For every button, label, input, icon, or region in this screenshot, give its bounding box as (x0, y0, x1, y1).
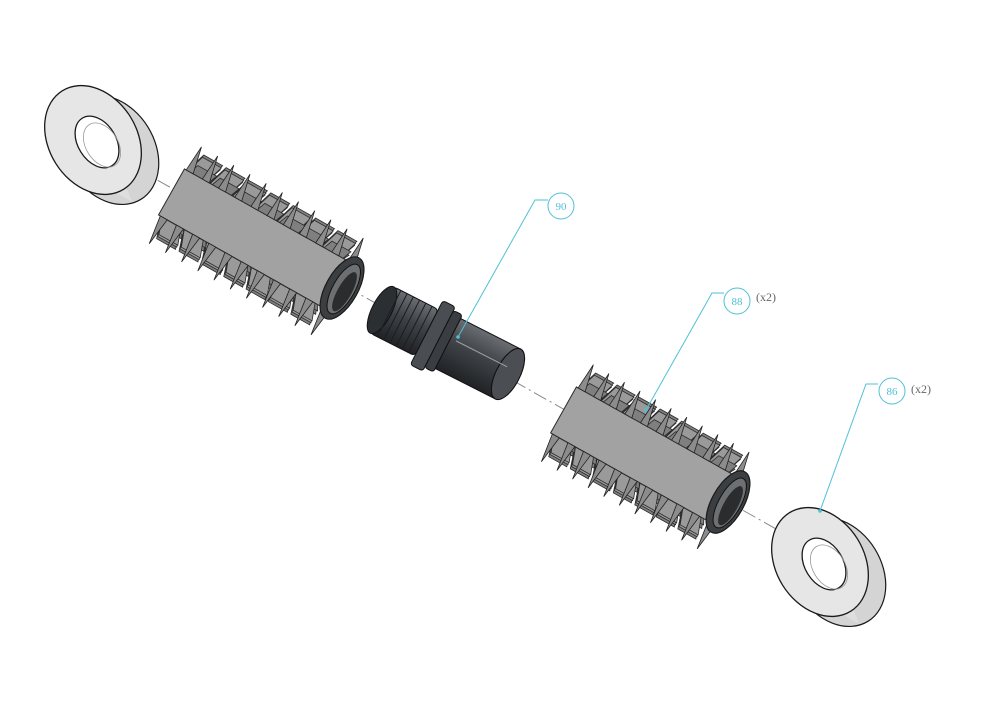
hub-coupling (366, 285, 526, 401)
hub-highlight (455, 340, 508, 368)
bristle-spike (315, 219, 332, 248)
callout-qty-86: (x2) (911, 382, 931, 396)
hub-tooth (401, 302, 427, 350)
bristle-spike (185, 146, 202, 175)
bristle-spike (298, 210, 316, 239)
bristle-spike (702, 434, 719, 463)
washer-hole-inner (83, 122, 121, 168)
bristle-spike (165, 224, 185, 254)
bristle-spike (278, 288, 298, 317)
hub-tooth (376, 290, 402, 338)
callout-bubble-88 (723, 287, 751, 315)
callout-qty-88: (x2) (756, 290, 776, 304)
bristle-spike (234, 173, 251, 202)
leader-line-86 (819, 383, 878, 512)
bristle-spike (331, 228, 348, 257)
bristle-spike (282, 201, 299, 230)
bristle-spike (639, 399, 657, 428)
bristle-spike (671, 416, 688, 445)
bristle-spike (618, 476, 638, 506)
bristle-spike (294, 297, 314, 326)
leader-dot-86 (818, 509, 822, 513)
bristle-spike (650, 494, 669, 524)
hub-tooth (408, 306, 433, 353)
hub-body (366, 285, 526, 401)
bristle-spike (577, 364, 594, 393)
bristle-spike (593, 373, 610, 402)
washer-left (44, 84, 160, 206)
bristle-spike (266, 192, 283, 221)
brush-end-inner (332, 272, 357, 312)
callout-bubble-90 (547, 192, 575, 220)
leader-line-90 (457, 199, 548, 338)
bristle-spike (556, 442, 576, 471)
bristle-spike (665, 503, 685, 532)
hub-tooth (389, 296, 414, 344)
leader-dot-88 (644, 408, 648, 412)
callout-label-86: 86 (887, 386, 899, 398)
bristle-spike (541, 433, 560, 462)
washer-hole (801, 537, 847, 591)
bristle-spike (681, 511, 701, 541)
callout-label-90: 90 (556, 201, 568, 213)
hub-tooth (395, 299, 421, 347)
hub-left-face (366, 285, 398, 335)
bristle-spike (603, 468, 623, 497)
bristle-spike (250, 183, 267, 211)
callout-88[interactable]: 88 (x2) (644, 287, 776, 412)
hub-tooth (383, 293, 408, 341)
callout-86[interactable]: 86 (x2) (818, 377, 931, 513)
brush-end-inner (718, 486, 743, 526)
bristle-spike (608, 381, 625, 410)
washer-hole-inner (810, 544, 848, 590)
callout-bubble-86 (878, 377, 906, 405)
bristle-spike (197, 242, 217, 272)
bristle-spike (624, 390, 641, 419)
leader-dot-90 (456, 335, 460, 339)
bristle-spike (262, 279, 282, 308)
bristle-spike (181, 233, 201, 263)
bristle-spike (213, 251, 233, 281)
bristle-spike (245, 270, 265, 299)
hub-right-face (490, 347, 526, 401)
bristle-spike (229, 260, 249, 290)
washer-right (771, 506, 887, 628)
washer-hole (74, 115, 120, 169)
bristle-spike (686, 425, 703, 454)
callout-label-88: 88 (732, 296, 744, 308)
bristle-spike (717, 443, 734, 471)
bristle-spike (655, 408, 672, 436)
leader-line-88 (645, 292, 724, 411)
bristle-spike (572, 450, 592, 480)
brush-body (148, 146, 365, 336)
callout-90[interactable]: 90 (456, 192, 575, 339)
bristle-spike (201, 155, 219, 184)
bristle-spike (634, 485, 654, 515)
bristle-spike (217, 164, 235, 193)
bristle-spike (587, 459, 607, 489)
bristle-spike (148, 215, 168, 244)
brush-body (541, 364, 751, 550)
brush-right (541, 364, 751, 550)
brush-left (148, 146, 365, 336)
